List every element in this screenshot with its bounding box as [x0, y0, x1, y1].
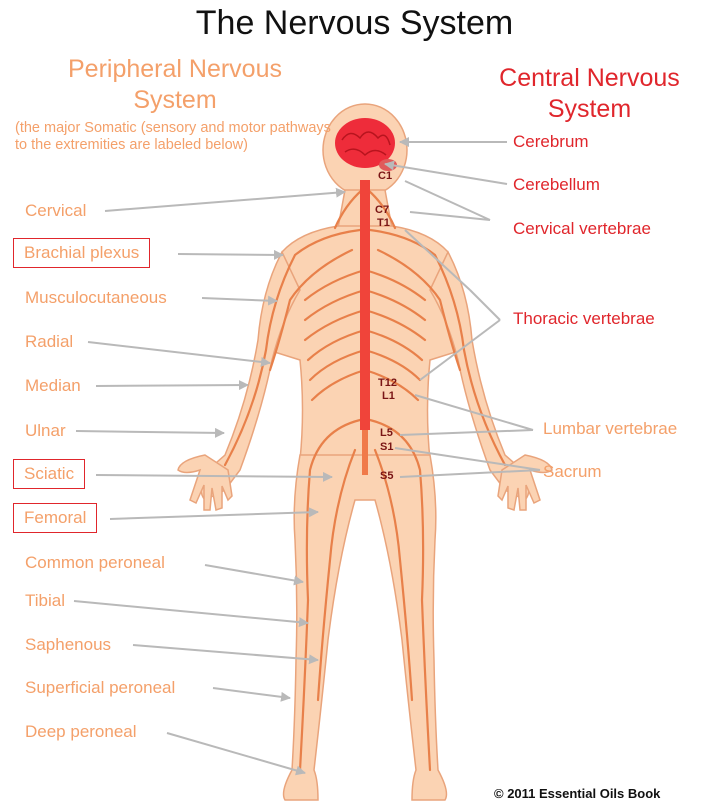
- spinal-cord: [360, 180, 370, 430]
- label-cerebrum: Cerebrum: [513, 132, 589, 152]
- mark-l5: L5: [380, 427, 393, 439]
- label-median: Median: [25, 376, 81, 396]
- label-superficial-peroneal: Superficial peroneal: [25, 678, 175, 698]
- mark-s5: S5: [380, 470, 393, 482]
- copyright-text: © 2011 Essential Oils Book: [494, 786, 660, 801]
- label-brachial-plexus: Brachial plexus: [14, 239, 149, 267]
- peripheral-title-line2: System: [10, 85, 340, 116]
- central-title: Central Nervous System: [470, 63, 709, 125]
- peripheral-title: Peripheral Nervous System: [10, 54, 340, 116]
- label-deep-peroneal: Deep peroneal: [25, 722, 137, 742]
- mark-t12: T12: [378, 377, 397, 389]
- label-thoracic-vertebrae: Thoracic vertebrae: [513, 309, 655, 329]
- label-cerebellum: Cerebellum: [513, 175, 600, 195]
- peripheral-note: (the major Somatic (sensory and motor pa…: [15, 120, 335, 154]
- central-title-line2: System: [470, 94, 709, 125]
- label-lumbar-vertebrae: Lumbar vertebrae: [543, 419, 677, 439]
- mark-c7: C7: [375, 204, 389, 216]
- mark-l1: L1: [382, 390, 395, 402]
- label-radial: Radial: [25, 332, 73, 352]
- central-title-line1: Central Nervous: [470, 63, 709, 94]
- peripheral-title-line1: Peripheral Nervous: [10, 54, 340, 85]
- label-sciatic: Sciatic: [14, 460, 84, 488]
- label-musculocutaneous: Musculocutaneous: [25, 288, 167, 308]
- label-saphenous: Saphenous: [25, 635, 111, 655]
- label-cervical-vertebrae: Cervical vertebrae: [513, 219, 651, 239]
- label-tibial: Tibial: [25, 591, 65, 611]
- mark-s1: S1: [380, 441, 393, 453]
- label-cervical: Cervical: [25, 201, 86, 221]
- mark-c1: C1: [378, 170, 392, 182]
- mark-t1: T1: [377, 217, 390, 229]
- cauda-equina: [362, 430, 368, 475]
- label-sacrum: Sacrum: [543, 462, 602, 482]
- label-ulnar: Ulnar: [25, 421, 66, 441]
- label-femoral: Femoral: [14, 504, 96, 532]
- label-common-peroneal: Common peroneal: [25, 553, 165, 573]
- page-title: The Nervous System: [0, 4, 709, 43]
